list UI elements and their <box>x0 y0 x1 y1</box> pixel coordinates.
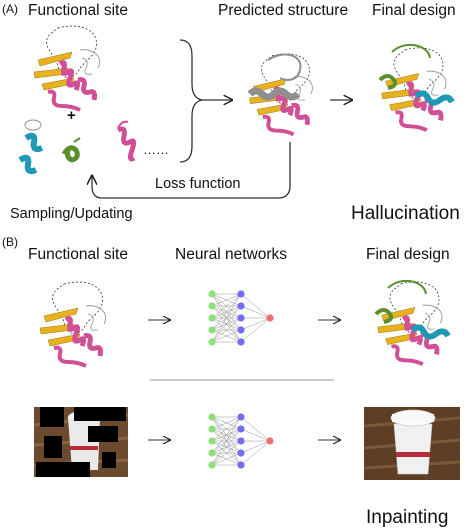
nn-edge <box>240 440 271 466</box>
nn-edge <box>211 305 242 343</box>
loss-function-loop <box>92 142 291 199</box>
panel-b-label: (B) <box>2 235 18 249</box>
teal-helix-fragment <box>18 119 44 175</box>
nn-node <box>237 425 245 433</box>
inpainting-label: Inpainting <box>366 507 449 528</box>
nn-node <box>208 338 216 346</box>
nn-edge <box>240 317 271 331</box>
ellipsis: …… <box>143 142 169 157</box>
nn-node <box>237 338 245 346</box>
nn-edge <box>240 416 271 442</box>
masked-cup-image <box>33 407 129 477</box>
nn-node <box>237 461 245 469</box>
nn-edge <box>211 416 242 442</box>
loss-function-label: Loss function <box>155 176 241 192</box>
nn-edge <box>211 416 242 454</box>
nn-edge <box>240 293 271 319</box>
panel-a-label: (A) <box>2 2 18 16</box>
neural-network-2 <box>208 413 274 469</box>
nn-edge <box>211 293 242 331</box>
nn-node <box>208 290 216 298</box>
nn-edge <box>240 440 271 454</box>
nn-node <box>208 314 216 322</box>
nn-node <box>208 461 216 469</box>
nn-edge <box>211 293 242 307</box>
nn-node <box>208 437 216 445</box>
nn-edge <box>240 428 271 442</box>
functional-site-title-b: Functional site <box>28 246 128 263</box>
nn-edge <box>240 317 271 343</box>
nn-edge <box>211 440 242 466</box>
nn-edge <box>211 293 242 319</box>
final-design-protein-b <box>374 281 451 364</box>
plus-sign: + <box>67 107 76 124</box>
final-design-title-b: Final design <box>366 246 450 263</box>
nn-node <box>237 326 245 334</box>
final-design-protein-a <box>378 43 455 130</box>
nn-node <box>208 326 216 334</box>
nn-node <box>237 437 245 445</box>
functional-site-title-a: Functional site <box>28 2 128 19</box>
nn-node <box>208 449 216 457</box>
nn-node <box>208 425 216 433</box>
grouping-brace <box>179 39 203 163</box>
sampling-updating-label: Sampling/Updating <box>10 206 133 222</box>
functional-site-protein-b <box>40 282 106 366</box>
predicted-structure-title: Predicted structure <box>218 2 349 19</box>
functional-site-protein-a <box>34 26 100 110</box>
nn-edge <box>211 293 242 343</box>
nn-edge <box>211 317 242 343</box>
nn-edge <box>211 329 242 343</box>
nn-node <box>208 413 216 421</box>
restored-cup-image <box>363 407 461 480</box>
predicted-structure-protein <box>249 54 312 135</box>
nn-edge <box>211 416 242 466</box>
nn-node <box>237 449 245 457</box>
nn-node <box>266 437 274 445</box>
nn-node <box>237 302 245 310</box>
green-helix-fragment <box>61 137 81 163</box>
nn-node <box>266 314 274 322</box>
neural-network-1 <box>208 290 274 346</box>
nn-node <box>208 302 216 310</box>
nn-node <box>237 413 245 421</box>
pink-helix-fragment <box>116 120 137 162</box>
nn-node <box>237 290 245 298</box>
nn-edge <box>240 305 271 319</box>
nn-edge <box>211 452 242 466</box>
nn-edge <box>211 416 242 430</box>
nn-edge <box>211 428 242 466</box>
nn-node <box>237 314 245 322</box>
final-design-title-a: Final design <box>372 2 456 19</box>
hallucination-label: Hallucination <box>351 203 460 224</box>
neural-networks-title: Neural networks <box>175 246 287 263</box>
